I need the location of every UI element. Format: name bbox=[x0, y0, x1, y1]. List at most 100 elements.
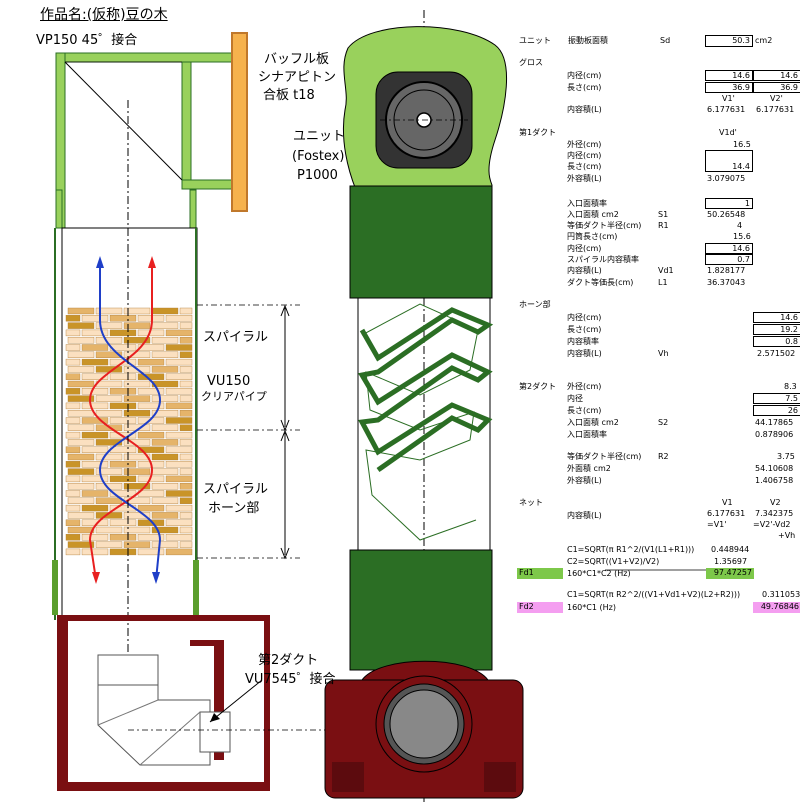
gross-label: グロス bbox=[519, 58, 543, 67]
brick bbox=[179, 541, 193, 548]
calc-c1v: 0.448944 bbox=[711, 545, 750, 554]
brick bbox=[179, 366, 193, 373]
brick bbox=[109, 519, 137, 526]
brick bbox=[95, 322, 123, 329]
duct1-r9: 内径(cm) bbox=[567, 244, 602, 253]
brick bbox=[151, 497, 179, 504]
brick bbox=[109, 315, 137, 322]
brick bbox=[123, 410, 151, 417]
sheet-unit-unit: cm2 bbox=[755, 36, 773, 45]
brick bbox=[179, 395, 193, 402]
brick bbox=[95, 410, 123, 417]
brick bbox=[65, 358, 81, 366]
brick bbox=[67, 307, 95, 315]
brick bbox=[137, 490, 165, 497]
clear-pipe bbox=[61, 227, 198, 621]
elbow-wall-bottom bbox=[181, 179, 233, 190]
duct2-r5: 入口面積率 bbox=[567, 430, 607, 439]
net-r1: 内容積(L) bbox=[567, 511, 602, 520]
duct1-r4v: 3.079075 bbox=[707, 174, 746, 183]
brick bbox=[81, 446, 109, 453]
duct1-r10v: 0.7 bbox=[705, 254, 753, 265]
brick bbox=[67, 541, 95, 548]
brick bbox=[151, 410, 179, 417]
duct2-r3: 長さ(cm) bbox=[567, 406, 602, 415]
sheet-unit-sym: Sd bbox=[660, 36, 671, 45]
sheet-unit-value: 50.3 bbox=[705, 35, 753, 47]
duct1-r3v: 14.4 bbox=[705, 150, 753, 172]
duct1-r11v: 1.828177 bbox=[707, 266, 746, 275]
gross-r1a: 14.6 bbox=[705, 70, 753, 81]
duct1-r11: 内容積(L) bbox=[567, 266, 602, 275]
brick bbox=[67, 453, 95, 461]
calc-c3v: 0.311053 bbox=[762, 590, 800, 599]
brick bbox=[165, 475, 193, 483]
horn-r4v: 2.571502 bbox=[757, 349, 796, 358]
brick bbox=[151, 322, 179, 329]
brick bbox=[109, 344, 137, 351]
net-n2: =V2'-Vd2 bbox=[753, 520, 791, 529]
brick bbox=[109, 402, 137, 410]
duct2-r6s: R2 bbox=[658, 452, 669, 461]
brick bbox=[123, 337, 151, 344]
duct2-r4v: 44.17865 bbox=[755, 418, 794, 427]
brick bbox=[81, 475, 109, 483]
duct1-r2: 内径(cm) bbox=[567, 151, 602, 160]
elbow-wall-right bbox=[181, 61, 192, 189]
brick bbox=[165, 519, 193, 526]
sheet-unit-name: 振動板面積 bbox=[568, 36, 608, 45]
duct2-label-1: 第2ダクト bbox=[258, 653, 319, 668]
duct2-r8: 外容積(L) bbox=[567, 476, 602, 485]
duct2-label-2: VU7545゜接合 bbox=[245, 672, 336, 687]
gross-r1b: 14.6 bbox=[753, 70, 800, 81]
brick bbox=[179, 380, 193, 388]
net-n1: =V1' bbox=[707, 520, 727, 529]
brick bbox=[109, 373, 137, 380]
brick bbox=[123, 322, 151, 329]
gross-r3: 内容積(L) bbox=[567, 105, 602, 114]
fd2-tag: Fd2 bbox=[517, 602, 563, 613]
duct1-r9v: 14.6 bbox=[705, 243, 753, 254]
brick bbox=[81, 461, 109, 468]
brick bbox=[123, 395, 151, 402]
net-n3: +Vh bbox=[778, 531, 796, 540]
fd2-value: 49.76846 bbox=[753, 602, 800, 613]
horn-r1v: 14.6 bbox=[753, 312, 800, 323]
calc-c2: C2=SQRT((V1+V2)/V2) bbox=[567, 557, 660, 566]
brick bbox=[67, 337, 95, 344]
brick bbox=[151, 541, 179, 548]
pipe-joint bbox=[55, 189, 63, 229]
fd1-value: 97.47257 bbox=[706, 568, 754, 579]
brick bbox=[65, 315, 81, 322]
elbow-diagonal bbox=[64, 61, 183, 181]
duct1-r6s: S1 bbox=[658, 210, 669, 219]
gross-r2b: 36.9 bbox=[753, 82, 800, 93]
spiral-bricks bbox=[65, 307, 193, 556]
brick bbox=[165, 461, 193, 468]
unit-label-1: ユニット bbox=[293, 129, 346, 144]
brick bbox=[165, 402, 193, 410]
brick bbox=[165, 534, 193, 541]
brick bbox=[123, 380, 151, 388]
fd2-formula: 160*C1 (Hz) bbox=[567, 603, 616, 612]
brick bbox=[67, 526, 95, 534]
duct1-r7v: 4 bbox=[737, 221, 743, 230]
duct1-r12s: L1 bbox=[658, 278, 668, 287]
brick bbox=[95, 307, 123, 315]
duct1-r11s: Vd1 bbox=[658, 266, 674, 275]
duct1-r8v: 15.6 bbox=[733, 232, 751, 241]
brick bbox=[151, 380, 179, 388]
brick bbox=[109, 329, 137, 337]
brick bbox=[151, 337, 179, 344]
duct2-r3v: 26 bbox=[753, 405, 800, 416]
brick bbox=[109, 548, 137, 556]
brick bbox=[165, 388, 193, 395]
duct2-pointer bbox=[209, 679, 263, 723]
brick bbox=[165, 329, 193, 337]
duct1-head: V1d' bbox=[719, 128, 737, 137]
brick bbox=[81, 417, 109, 424]
duct1-r6v: 50.26548 bbox=[707, 210, 746, 219]
brick bbox=[151, 307, 179, 315]
duct1-label: 第1ダクト bbox=[519, 128, 557, 137]
brick bbox=[123, 307, 151, 315]
